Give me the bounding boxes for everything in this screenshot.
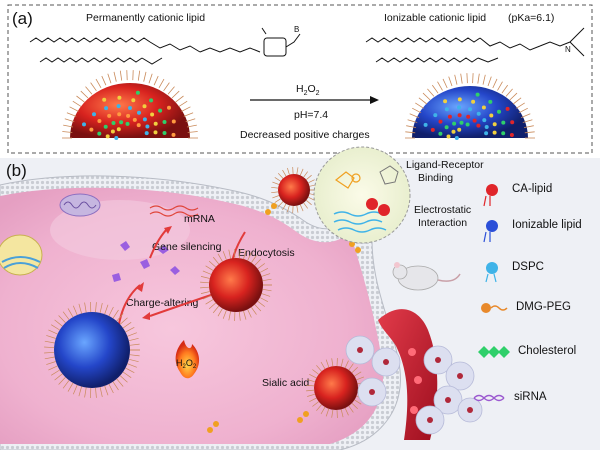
reaction-condition: pH=7.4 [294, 109, 328, 121]
legend-label-cholesterol: Cholesterol [518, 345, 577, 357]
boron-atom: B [294, 25, 299, 34]
legend-label-sirna: siRNA [514, 391, 547, 403]
endocytosis-label: Endocytosis [238, 247, 295, 259]
mitochondrion [59, 193, 101, 217]
left-lnp-halfsphere [62, 70, 198, 140]
right-lnp-halfsphere [405, 73, 535, 140]
nitrogen-atom: N [565, 45, 571, 54]
reagent-h2o2: H2O2 [296, 83, 320, 97]
mrna-strand [149, 205, 199, 217]
ionizable-cationic-lipid-structure [365, 27, 585, 63]
right-lipid-title: Ionizable cationic lipid [384, 12, 486, 24]
h2o2-flame-icon [175, 340, 200, 379]
legend-label-dmg-peg: DMG-PEG [516, 301, 571, 313]
panel-a-frame [7, 4, 593, 154]
lnp-endocytosed [200, 248, 272, 322]
legend [473, 184, 510, 402]
tumor-nuclei [357, 347, 473, 423]
binding-label: Binding [418, 172, 453, 184]
reaction-caption: Decreased positive charges [240, 129, 370, 141]
ligand-receptor-label: Ligand-Receptor [406, 159, 484, 171]
sialic-acid-label: Sialic acid [262, 377, 309, 389]
panel-b-label: (b) [6, 161, 27, 180]
ca-lipid-icon [483, 184, 498, 207]
lnp-charge-altered [44, 301, 140, 399]
cholesterol-icon [478, 346, 510, 358]
gene-silencing-label: Gene silencing [152, 241, 222, 253]
mouse-icon [392, 262, 461, 291]
binding-zoom-lens [313, 146, 411, 244]
panel-a: (a) Permanently cationic lipid Ionizable… [7, 4, 593, 154]
ionizable-lipid-icon [483, 220, 498, 243]
tumor-cell-cluster [345, 335, 483, 435]
permanently-cationic-lipid-structure [29, 27, 301, 65]
legend-label-ionizable-lipid: Ionizable lipid [512, 219, 582, 231]
dmg-peg-icon [481, 303, 508, 313]
h2o2-label: H2O2 [176, 358, 197, 370]
sirna-icon [473, 394, 505, 402]
left-lipid-title: Permanently cationic lipid [86, 12, 205, 24]
legend-label-ca-lipid: CA-lipid [512, 183, 553, 195]
panel-b: (b) mRNA Gene silencin [0, 146, 600, 450]
lnp-bottom [306, 357, 366, 419]
legend-label-dspc: DSPC [512, 261, 544, 273]
electrostatic-label: Electrostatic [414, 204, 471, 216]
mrna-label: mRNA [184, 213, 215, 225]
blood-vessel [378, 309, 438, 440]
pka-value: (pKa=6.1) [508, 12, 554, 24]
lnp-extracellular-top [271, 166, 317, 214]
golgi-apparatus [0, 234, 43, 276]
dspc-icon [485, 262, 498, 283]
interaction-label: Interaction [418, 217, 467, 229]
silenced-protein-fragments [112, 241, 180, 282]
reaction-arrow [250, 96, 379, 104]
panel-a-label: (a) [12, 9, 33, 28]
